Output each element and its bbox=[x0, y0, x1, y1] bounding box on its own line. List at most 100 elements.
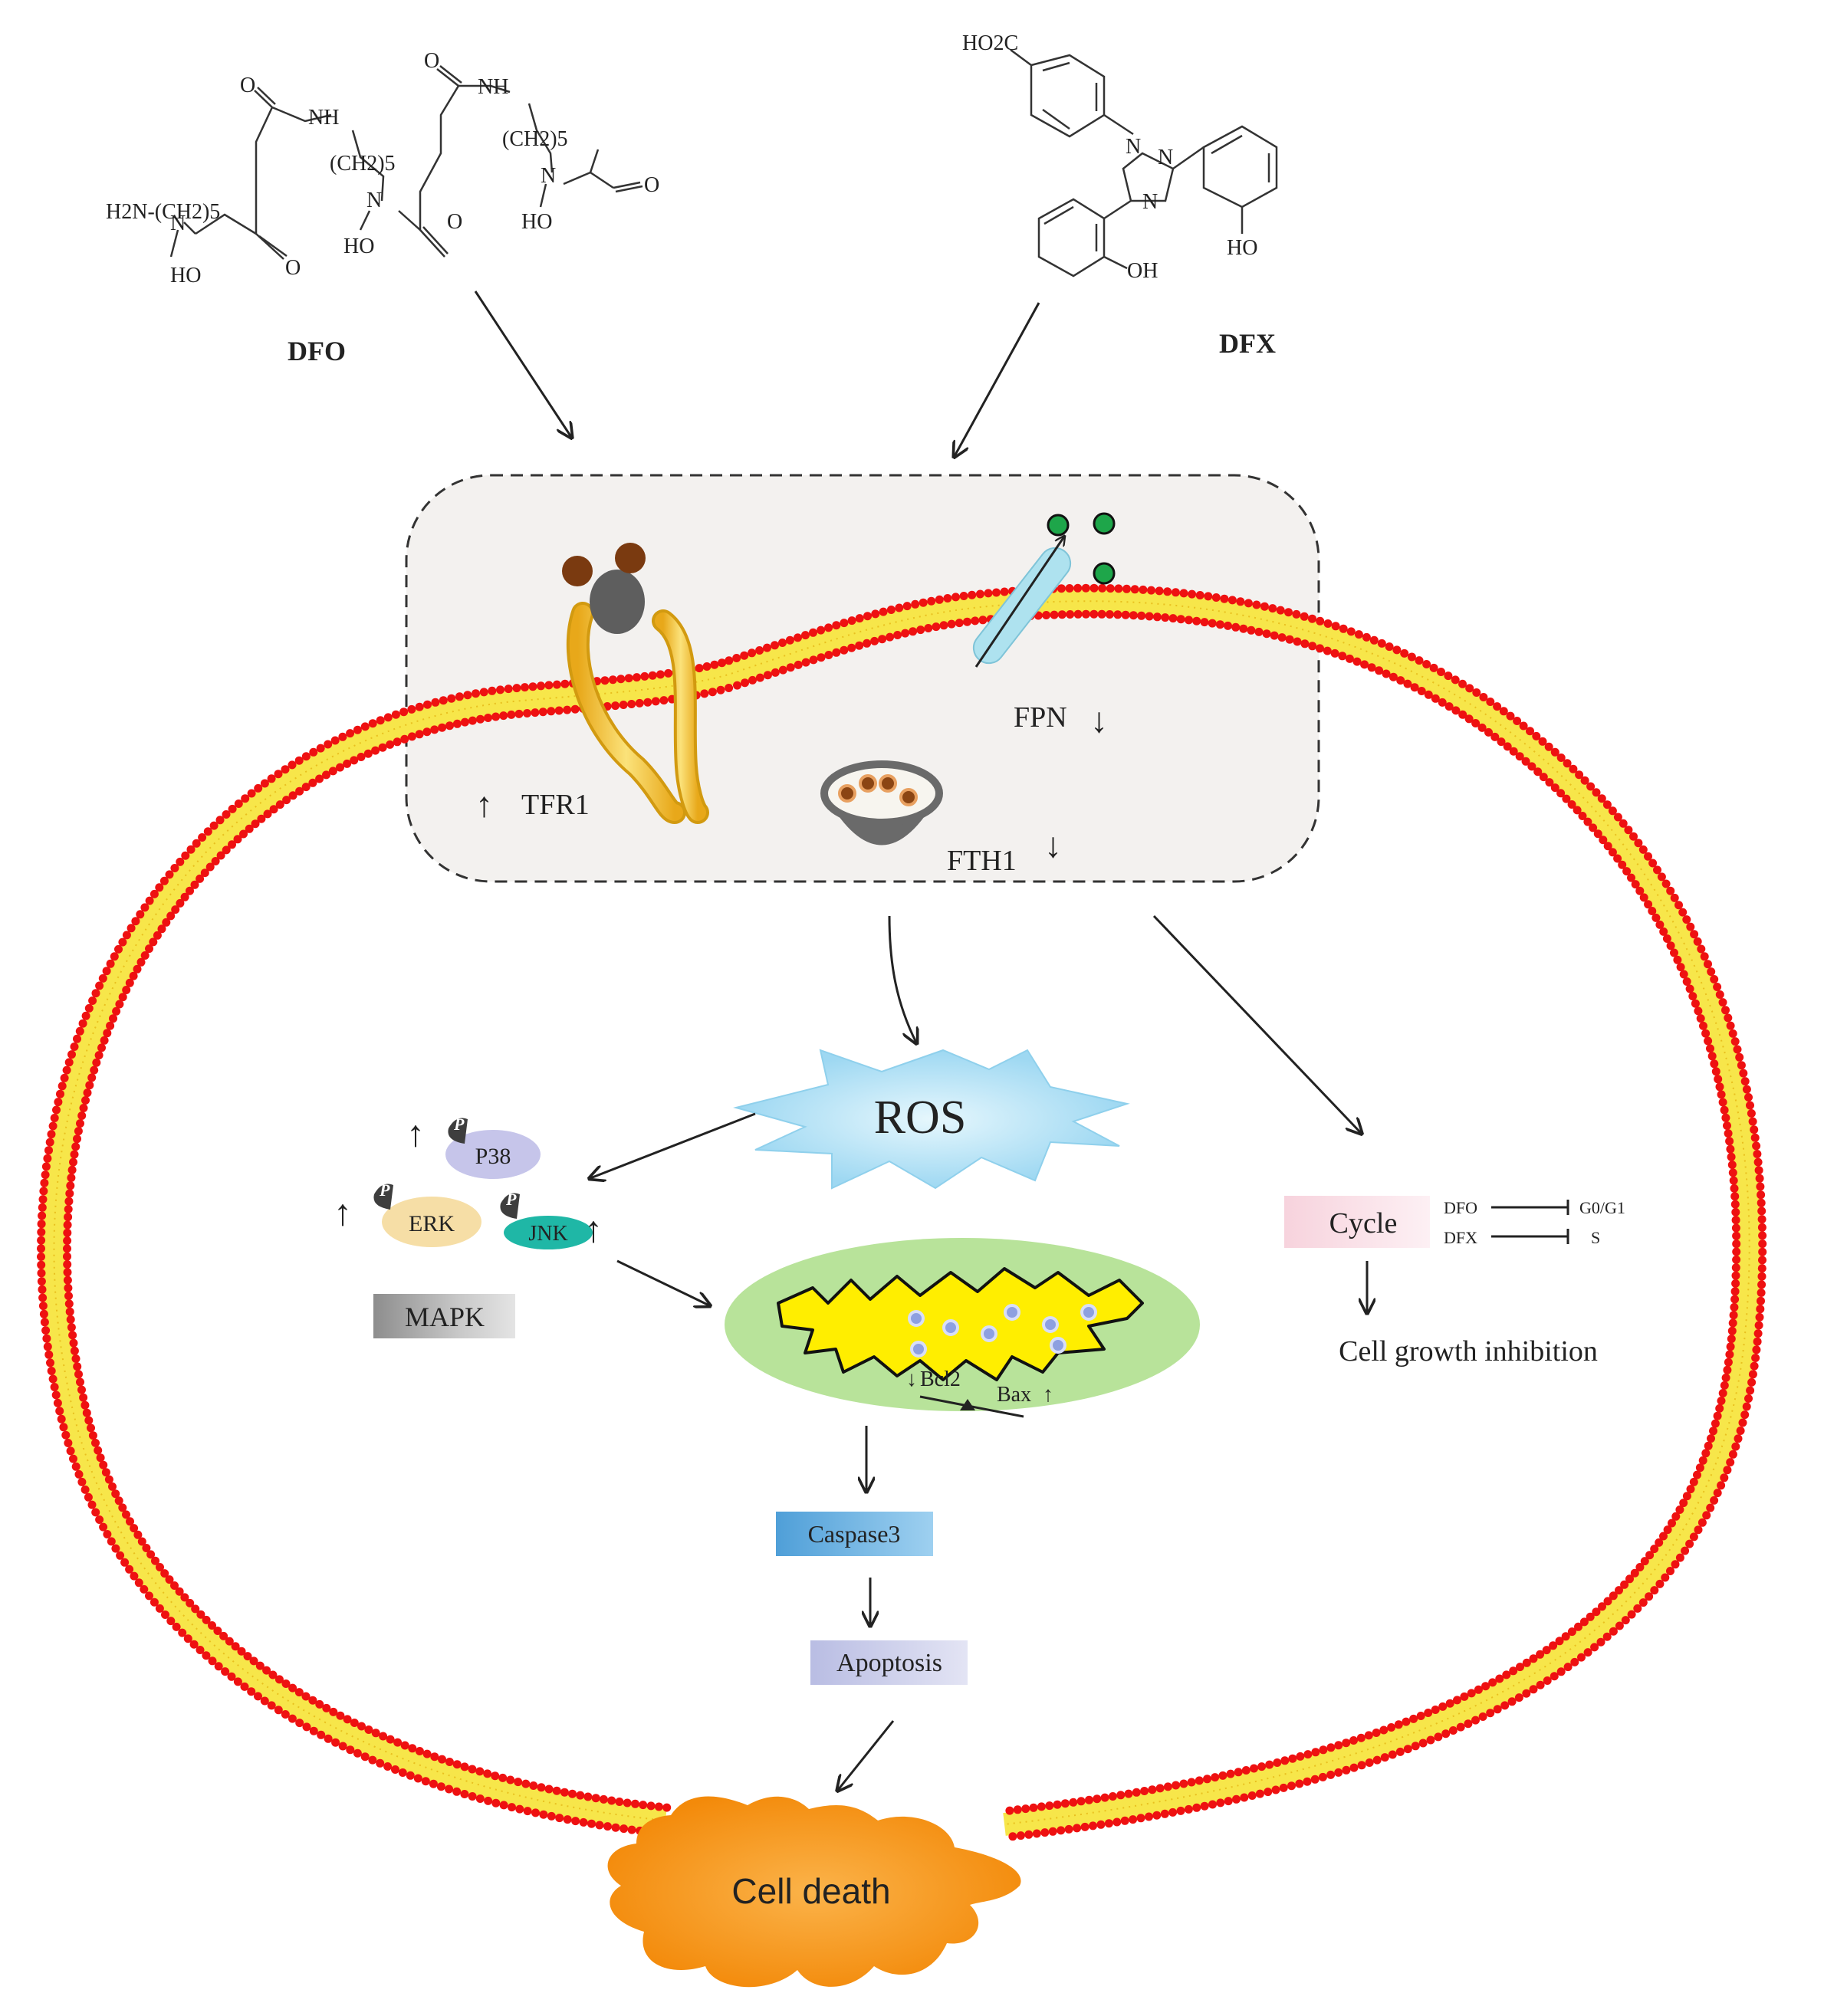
membrane-lipid-head bbox=[1065, 584, 1074, 593]
membrane-lipid-head bbox=[1550, 747, 1559, 757]
membrane-lipid-head bbox=[1720, 1473, 1729, 1482]
mito-granule bbox=[942, 1319, 959, 1336]
membrane-lipid-head bbox=[1211, 1773, 1220, 1782]
membrane-lipid-head bbox=[228, 840, 236, 849]
membrane-lipid-head bbox=[1000, 587, 1009, 596]
membrane-lipid-head bbox=[1168, 1808, 1178, 1817]
membrane-lipid-head bbox=[1730, 1037, 1740, 1046]
membrane-lipid-head bbox=[824, 651, 833, 659]
membrane-lipid-head bbox=[1418, 1739, 1428, 1748]
membrane-lipid-head bbox=[1444, 702, 1454, 711]
membrane-lipid-head bbox=[360, 1752, 370, 1762]
arrow-ros-to-mapk bbox=[590, 1112, 756, 1178]
membrane-lipid-head bbox=[38, 1302, 48, 1311]
membrane-lipid-head bbox=[1748, 1370, 1757, 1379]
membrane-lipid-head bbox=[1599, 836, 1608, 845]
membrane-lipid-head bbox=[1192, 616, 1201, 625]
membrane-lipid-head bbox=[213, 1627, 222, 1635]
membrane-lipid-head bbox=[208, 1621, 216, 1630]
arrow-dfx-to-cell bbox=[955, 302, 1040, 456]
membrane-lipid-head bbox=[281, 765, 290, 774]
ros-burst bbox=[733, 1049, 1130, 1190]
membrane-lipid-head bbox=[1152, 612, 1162, 622]
membrane-lipid-head bbox=[1573, 806, 1582, 815]
membrane-lipid-head bbox=[1710, 1059, 1719, 1069]
membrane-lipid-head bbox=[191, 1604, 200, 1614]
membrane-lipid-head bbox=[1411, 1742, 1420, 1751]
membrane-lipid-head bbox=[1666, 886, 1675, 895]
membrane-lipid-head bbox=[1609, 1627, 1618, 1636]
membrane-lipid-head bbox=[368, 719, 377, 728]
membrane-lipid-head bbox=[41, 1162, 51, 1171]
membrane-lipid-head bbox=[63, 1252, 71, 1261]
membrane-lipid-head bbox=[127, 924, 136, 933]
membrane-lipid-head bbox=[1224, 1797, 1233, 1806]
membrane-lipid-head bbox=[832, 648, 841, 657]
membrane-lipid-head bbox=[1519, 721, 1528, 731]
dfo-label: DFO bbox=[288, 336, 346, 366]
membrane-lipid-head bbox=[1444, 671, 1453, 681]
membrane-lipid-head bbox=[479, 688, 488, 697]
membrane-lipid-head bbox=[1509, 747, 1518, 756]
membrane-lipid-head bbox=[1697, 1518, 1707, 1527]
dfo-atom-nh-2: NH bbox=[478, 75, 508, 99]
membrane-lipid-head bbox=[63, 1236, 72, 1246]
membrane-lipid-head bbox=[1638, 845, 1648, 854]
membrane-lipid-head bbox=[37, 1277, 46, 1286]
membrane-lipid-head bbox=[1754, 1321, 1763, 1330]
membrane-lipid-head bbox=[249, 1656, 258, 1666]
membrane-lipid-head bbox=[189, 1640, 199, 1649]
membrane-lipid-head bbox=[346, 1745, 355, 1755]
membrane-lipid-head bbox=[785, 635, 794, 645]
membrane-lipid-head bbox=[1752, 1141, 1761, 1151]
membrane-lipid-head bbox=[1726, 1144, 1735, 1154]
membrane-lipid-head bbox=[1506, 711, 1515, 721]
membrane-lipid-head bbox=[228, 804, 237, 813]
membrane-lipid-head bbox=[44, 1146, 53, 1155]
membrane-lipid-head bbox=[1093, 1794, 1102, 1804]
membrane-lipid-head bbox=[1066, 610, 1075, 619]
membrane-lipid-head bbox=[183, 1634, 192, 1643]
membrane-lipid-head bbox=[316, 744, 325, 753]
membrane-lipid-head bbox=[778, 665, 787, 675]
membrane-lipid-head bbox=[1729, 1311, 1738, 1320]
membrane-lipid-head bbox=[155, 883, 164, 892]
membrane-lipid-head bbox=[84, 1492, 93, 1502]
membrane-lipid-head bbox=[1750, 1125, 1759, 1134]
membrane-lipid-head bbox=[52, 1105, 61, 1115]
membrane-lipid-head bbox=[633, 673, 641, 682]
membrane-lipid-head bbox=[71, 1354, 81, 1363]
membrane-lipid-head bbox=[70, 1346, 79, 1355]
membrane-lipid-head bbox=[1619, 819, 1628, 828]
membrane-lipid-head bbox=[68, 1331, 77, 1340]
membrane-lipid-head bbox=[429, 1779, 438, 1788]
membrane-lipid-head bbox=[1331, 622, 1340, 631]
membrane-lipid-head bbox=[599, 1794, 608, 1804]
membrane-lipid-head bbox=[755, 673, 764, 682]
membrane-lipid-head bbox=[1145, 1812, 1153, 1821]
dfx-atom-ho: HO bbox=[1227, 236, 1257, 260]
membrane-lipid-head bbox=[64, 1197, 74, 1206]
membrane-lipid-head bbox=[1556, 754, 1566, 762]
membrane-lipid-head bbox=[186, 1598, 195, 1607]
membrane-lipid-head bbox=[1121, 610, 1130, 619]
membrane-lipid-head bbox=[208, 1656, 217, 1666]
membrane-lipid-head bbox=[1179, 589, 1188, 598]
membrane-lipid-head bbox=[1731, 1279, 1740, 1288]
membrane-lipid-head bbox=[651, 697, 660, 706]
fpn-channel bbox=[972, 512, 1116, 668]
membrane-lipid-head bbox=[863, 639, 872, 648]
membrane-lipid-head bbox=[47, 1130, 56, 1139]
membrane-lipid-head bbox=[1698, 1456, 1707, 1465]
membrane-lipid-head bbox=[863, 612, 872, 621]
membrane-lipid-head bbox=[1682, 977, 1691, 986]
membrane-lipid-head bbox=[343, 1715, 352, 1724]
membrane-lipid-head bbox=[1715, 1404, 1724, 1413]
membrane-lipid-head bbox=[1634, 839, 1643, 848]
bax-label: Bax bbox=[997, 1383, 1031, 1407]
membrane-lipid-head bbox=[81, 1400, 90, 1410]
membrane-lipid-head bbox=[1268, 604, 1277, 613]
membrane-lipid-head bbox=[447, 694, 456, 703]
membrane-lipid-head bbox=[600, 676, 610, 685]
membrane-lipid-head bbox=[455, 692, 464, 701]
